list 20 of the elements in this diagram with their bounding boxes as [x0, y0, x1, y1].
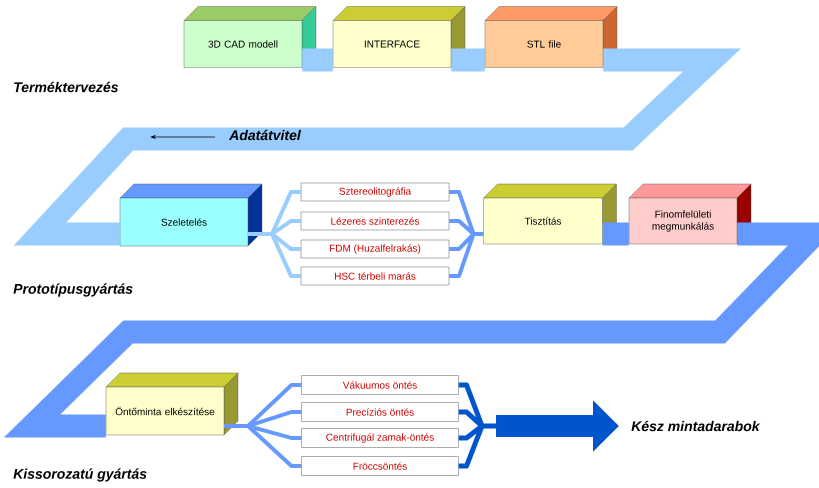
method-box: FDM (Huzalfelrakás) — [300, 240, 450, 258]
process-box: Finomfelületi megmunkálás — [628, 184, 752, 244]
process-box: STL file — [484, 6, 618, 68]
direction-label: Adatátvitel — [228, 130, 301, 140]
stage-label: Prototípusgyártás — [13, 283, 133, 297]
method-box: Fröccsöntés — [301, 456, 459, 476]
process-box: Szeletelés — [120, 184, 262, 246]
method-box: Lézeres szinterezés — [300, 212, 450, 230]
process-box: Tisztítás — [483, 184, 617, 244]
method-box: Centrifugál zamak-öntés — [301, 428, 459, 448]
method-box: Sztereolitográfia — [300, 182, 450, 202]
stage-label: Terméktervezés — [14, 82, 118, 92]
stage-label: Kissorozatú gyártás — [13, 468, 147, 482]
method-box: HSC térbeli marás — [300, 266, 450, 286]
process-box: 3D CAD modell — [184, 6, 316, 68]
method-box: Precíziós öntés — [301, 402, 459, 422]
method-box: Vákuumos öntés — [301, 375, 459, 395]
result-label: Kész mintadarabok — [631, 420, 760, 432]
process-box: INTERFACE — [332, 6, 466, 68]
process-box: Öntőminta elkészítése — [106, 372, 238, 436]
